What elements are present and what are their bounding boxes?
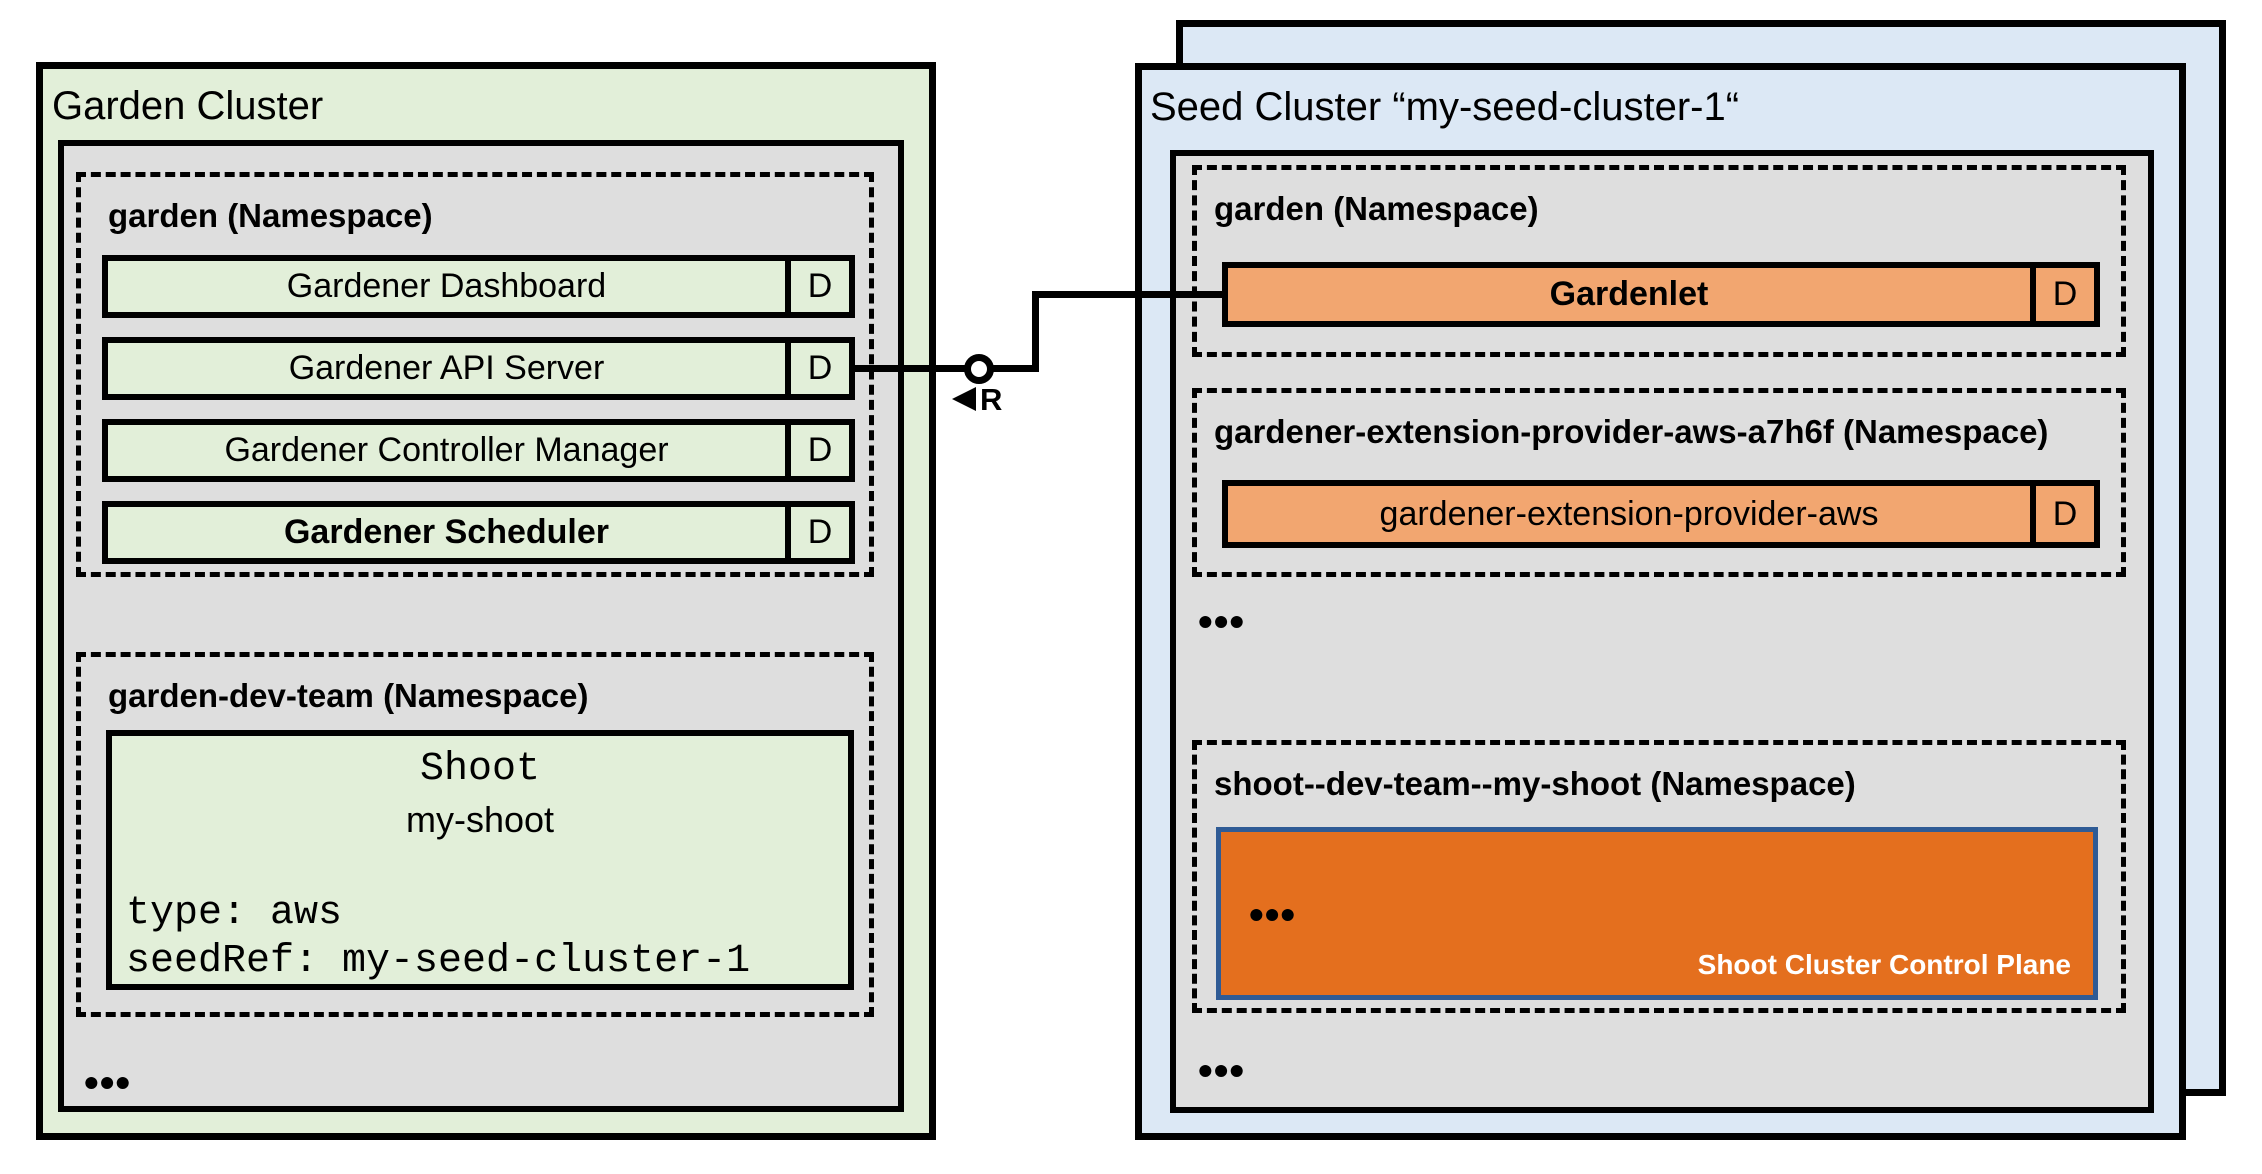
gardener-controller-manager-d-badge: D	[785, 425, 849, 476]
extension-provider-aws-d-badge: D	[2030, 486, 2094, 542]
component-row-gardener-dashboard: Gardener Dashboard D	[102, 255, 855, 318]
gardener-scheduler-label: Gardener Scheduler	[283, 513, 609, 551]
component-row-gardener-scheduler: Gardener Scheduler D	[102, 501, 855, 564]
namespace-extension-provider-aws-label: gardener-extension-provider-aws-a7h6f (N…	[1214, 413, 2049, 450]
garden-cluster-ellipsis: •••	[84, 1059, 132, 1106]
namespace-extension-provider-aws	[1192, 388, 2126, 577]
seed-namespace-garden-label: garden (Namespace)	[1214, 190, 1539, 227]
seed-cluster-ellipsis-top: •••	[1198, 598, 1246, 645]
namespace-garden-dev-team-label: garden-dev-team (Namespace)	[108, 677, 589, 714]
gardenlet-d-badge: D	[2030, 268, 2094, 321]
namespace-shoot-dev-team-my-shoot	[1192, 740, 2126, 1013]
seed-cluster-title: Seed Cluster “my-seed-cluster-1“	[1150, 85, 1740, 129]
gardenlet-label: Gardenlet	[1549, 275, 1709, 313]
namespace-garden-label: garden (Namespace)	[108, 197, 433, 234]
namespace-garden-dev-team	[76, 652, 874, 1017]
gardener-controller-manager-label: Gardener Controller Manager	[224, 431, 669, 469]
shoot-resource-name: my-shoot	[405, 799, 555, 840]
component-row-gardener-controller-manager: Gardener Controller Manager D	[102, 419, 855, 482]
component-row-extension-provider-aws: gardener-extension-provider-aws D	[1222, 480, 2100, 548]
gardener-scheduler-d-badge: D	[785, 507, 849, 558]
connector-line-horizontal-left	[855, 365, 1035, 372]
shoot-cluster-control-plane-box: ••• Shoot Cluster Control Plane	[1216, 827, 2098, 1000]
control-plane-ellipsis: •••	[1249, 891, 1297, 938]
shoot-spec-line-type: type: aws	[126, 891, 343, 936]
relationship-label: R	[980, 382, 1003, 417]
seed-cluster-ellipsis-bottom: •••	[1198, 1047, 1246, 1094]
namespace-shoot-dev-team-my-shoot-label: shoot--dev-team--my-shoot (Namespace)	[1214, 765, 1856, 802]
component-row-gardener-api-server: Gardener API Server D	[102, 337, 855, 400]
shoot-resource-kind: Shoot	[419, 747, 541, 792]
shoot-resource-card: Shoot my-shoot type: aws seedRef: my-see…	[106, 730, 854, 990]
connector-line-vertical	[1032, 291, 1039, 372]
extension-provider-aws-label: gardener-extension-provider-aws	[1379, 494, 1879, 533]
connector-line-horizontal-right	[1032, 291, 1222, 298]
relationship-arrow-icon	[952, 387, 976, 411]
gardener-dashboard-d-badge: D	[785, 261, 849, 312]
connector-socket-circle	[964, 354, 994, 384]
component-row-gardenlet: Gardenlet D	[1222, 262, 2100, 327]
gardener-api-server-label: Gardener API Server	[288, 349, 605, 387]
garden-cluster-title: Garden Cluster	[52, 84, 324, 128]
gardener-api-server-d-badge: D	[785, 343, 849, 394]
namespace-garden	[76, 172, 874, 577]
gardener-dashboard-label: Gardener Dashboard	[286, 267, 607, 305]
seed-namespace-garden	[1192, 165, 2126, 357]
control-plane-label: Shoot Cluster Control Plane	[1697, 949, 2071, 981]
shoot-spec-line-seedref: seedRef: my-seed-cluster-1	[126, 939, 751, 984]
